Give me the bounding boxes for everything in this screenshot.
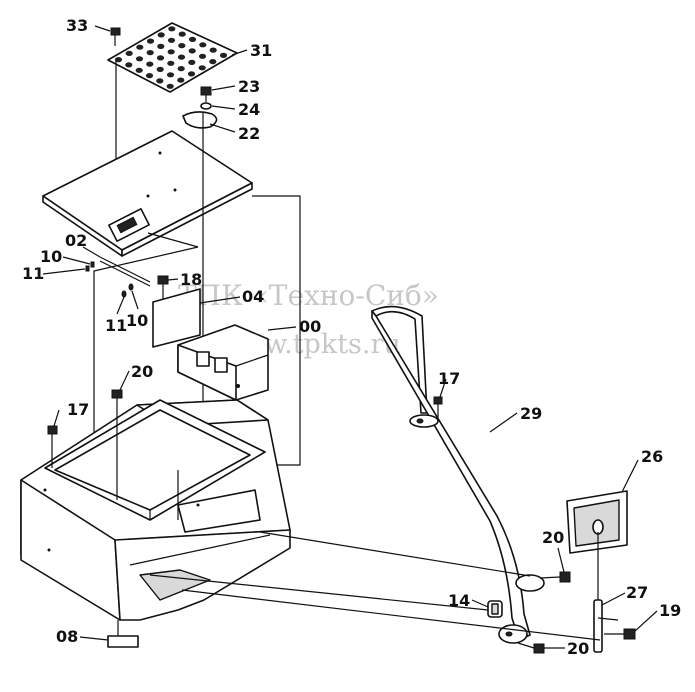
callout-20-box: 20: [131, 362, 153, 381]
plate-hole: [156, 66, 164, 72]
clip-14: [487, 600, 503, 618]
plate-hole: [114, 57, 123, 63]
callout-19: 19: [659, 601, 681, 620]
cover-lid: [42, 130, 253, 257]
callout-00: 00: [299, 317, 321, 336]
plate-hole: [188, 36, 197, 43]
plate-hole: [145, 73, 154, 79]
callout-leaders: [42, 25, 658, 649]
callout-23: 23: [238, 77, 260, 96]
latch-rod-02: [85, 256, 151, 287]
plate-hole: [219, 52, 228, 59]
lock-bracket-04: [152, 275, 269, 401]
pins-10-11: [121, 283, 134, 298]
plate-hole: [167, 60, 175, 66]
anti-slip-plate: [107, 22, 238, 93]
plate-hole: [167, 37, 176, 43]
plate-hole: [156, 55, 165, 61]
clamp-plate-22: [182, 111, 218, 129]
plate-hole: [209, 59, 217, 65]
plate-hole: [166, 72, 175, 78]
callout-14: 14: [448, 591, 470, 610]
plate-hole: [199, 42, 207, 48]
plate-hole: [157, 43, 165, 50]
plate-hole: [167, 49, 175, 55]
callout-29: 29: [520, 404, 542, 423]
plate-hole: [166, 83, 174, 89]
callout-10-upper: 10: [40, 247, 62, 266]
washer-24: [200, 102, 212, 110]
callout-04: 04: [242, 287, 264, 306]
handrail-29: [371, 305, 545, 644]
plate-hole: [168, 26, 176, 32]
callout-22: 22: [238, 124, 260, 143]
plate-hole: [125, 62, 133, 68]
plate-hole: [146, 61, 154, 67]
plate-hole: [188, 59, 196, 65]
callout-02: 02: [65, 231, 87, 250]
bolt-19: [604, 628, 636, 640]
callout-10-lower: 10: [126, 311, 148, 330]
callout-08: 08: [56, 627, 78, 646]
callout-17-rail: 17: [438, 369, 460, 388]
callout-18: 18: [180, 270, 202, 289]
plate-hole: [125, 50, 133, 57]
plate-hole: [177, 54, 186, 60]
bolt-17-box: [47, 425, 58, 468]
plate-hole: [135, 56, 144, 62]
callout-17-box: 17: [67, 400, 89, 419]
plate-hole: [136, 44, 144, 50]
plate-hole: [135, 67, 143, 73]
bracket-08: [107, 620, 139, 648]
plate-hole: [177, 77, 185, 83]
plate-hole: [198, 65, 206, 71]
plate-hole: [209, 47, 217, 53]
callout-33: 33: [66, 16, 88, 35]
bolt-20-rail-lower: [517, 642, 545, 654]
plate-hole: [146, 50, 154, 56]
bolt-33: [110, 27, 121, 178]
callout-26: 26: [641, 447, 663, 466]
callout-31: 31: [250, 41, 272, 60]
battery-box-body: [20, 399, 291, 621]
bolt-20-rail-upper: [539, 571, 571, 583]
plate-hole: [178, 43, 186, 49]
plate-hole: [187, 71, 196, 77]
plate-hole: [157, 32, 165, 38]
callout-20-rail-lower: 20: [567, 639, 589, 658]
bolt-23: [200, 86, 212, 102]
bolt-20-box: [111, 389, 123, 500]
callout-24: 24: [238, 100, 260, 119]
plate-hole: [146, 38, 155, 44]
plate-hole: [156, 78, 164, 84]
decal-26: [566, 490, 628, 554]
plate-hole: [188, 48, 196, 54]
callout-11-upper: 11: [22, 264, 44, 283]
plate-hole: [198, 53, 207, 59]
callout-11-lower: 11: [105, 316, 127, 335]
bolt-17-rail: [433, 396, 443, 418]
callout-20-rail-upper: 20: [542, 528, 564, 547]
plate-hole: [178, 31, 186, 37]
plate-hole: [177, 66, 185, 72]
callout-27: 27: [626, 583, 648, 602]
